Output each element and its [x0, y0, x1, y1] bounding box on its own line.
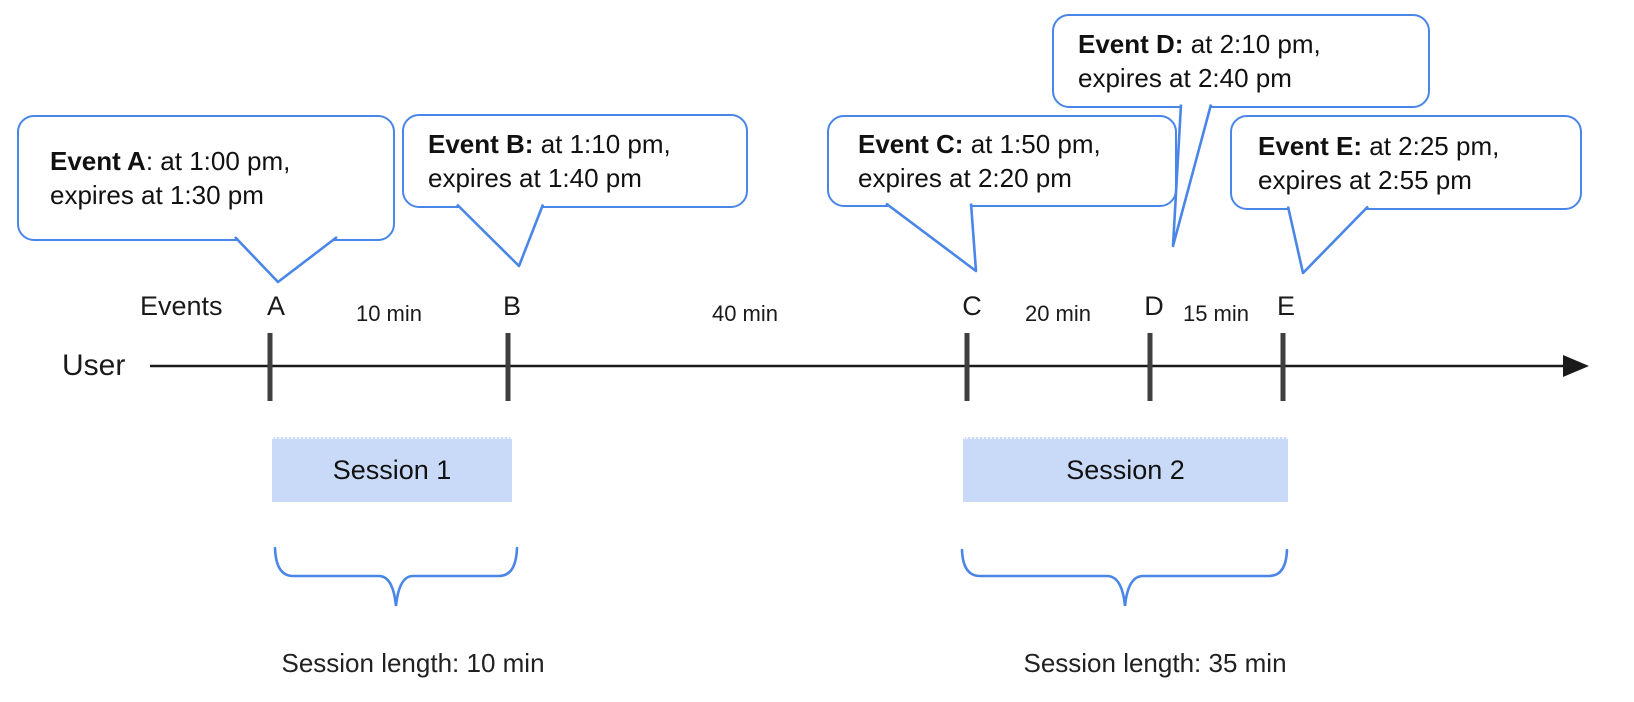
gap-b-c-label: 40 min	[711, 301, 779, 326]
session-1-length-label: Session length: 10 min	[281, 648, 545, 678]
event-a-name: Event A	[50, 146, 146, 176]
gap-d-e-label: 15 min	[1182, 301, 1250, 326]
event-a-callout-tail	[234, 235, 338, 284]
user-axis-label: User	[62, 349, 126, 382]
session-1-brace	[273, 546, 519, 607]
event-e-line1: Event E: at 2:25 pm,	[1258, 130, 1500, 161]
session-2-length-label: Session length: 35 min	[1023, 648, 1287, 678]
tick-label-b: B	[502, 291, 522, 321]
event-c-callout-tail	[885, 202, 978, 273]
gap-a-b-label: 10 min	[355, 301, 423, 326]
event-b-callout: Event B: at 1:10 pm, expires at 1:40 pm	[402, 114, 748, 208]
timeline-arrowhead	[1563, 355, 1589, 377]
session-1-label: Session 1	[332, 455, 452, 485]
event-d-line1: Event D: at 2:10 pm,	[1078, 29, 1321, 59]
tick-label-d: D	[1144, 291, 1164, 321]
tick-label-a: A	[266, 291, 286, 321]
event-e-callout-tail	[1286, 205, 1369, 275]
event-c-line1: Event C: at 1:50 pm,	[858, 129, 1101, 159]
gap-c-d-label: 20 min	[1024, 301, 1092, 326]
event-b-line1: Event B: at 1:10 pm,	[428, 129, 671, 159]
event-c-name: Event C:	[858, 129, 964, 159]
tick-label-c: C	[962, 291, 982, 321]
session-2-label: Session 2	[1066, 455, 1185, 485]
event-c-callout: Event C: at 1:50 pm, expires at 2:20 pm	[827, 115, 1177, 207]
event-c-line2: expires at 2:20 pm	[858, 163, 1072, 193]
session-2-bar: Session 2	[963, 437, 1288, 502]
event-e-callout: Event E: at 2:25 pm, expires at 2:55 pm	[1230, 115, 1582, 210]
event-d-line2: expires at 2:40 pm	[1078, 63, 1292, 93]
event-a-callout: Event A: at 1:00 pm, expires at 1:30 pm	[17, 115, 395, 241]
event-d-name: Event D:	[1078, 29, 1184, 59]
session-2-brace	[960, 548, 1289, 607]
event-d-callout: Event D: at 2:10 pm, expires at 2:40 pm	[1052, 14, 1430, 108]
tick-label-e: E	[1276, 291, 1296, 321]
event-e-name: Event E:	[1258, 130, 1363, 161]
event-e-line2: expires at 2:55 pm	[1258, 164, 1472, 195]
event-a-line2: expires at 1:30 pm	[50, 180, 264, 210]
events-axis-label: Events	[140, 291, 223, 321]
session-1-bar: Session 1	[272, 437, 512, 502]
event-b-callout-tail	[456, 203, 545, 268]
event-d-callout-tail	[1171, 104, 1213, 248]
event-a-line1: Event A: at 1:00 pm,	[50, 146, 291, 176]
event-b-line2: expires at 1:40 pm	[428, 163, 642, 193]
event-b-name: Event B:	[428, 129, 534, 159]
